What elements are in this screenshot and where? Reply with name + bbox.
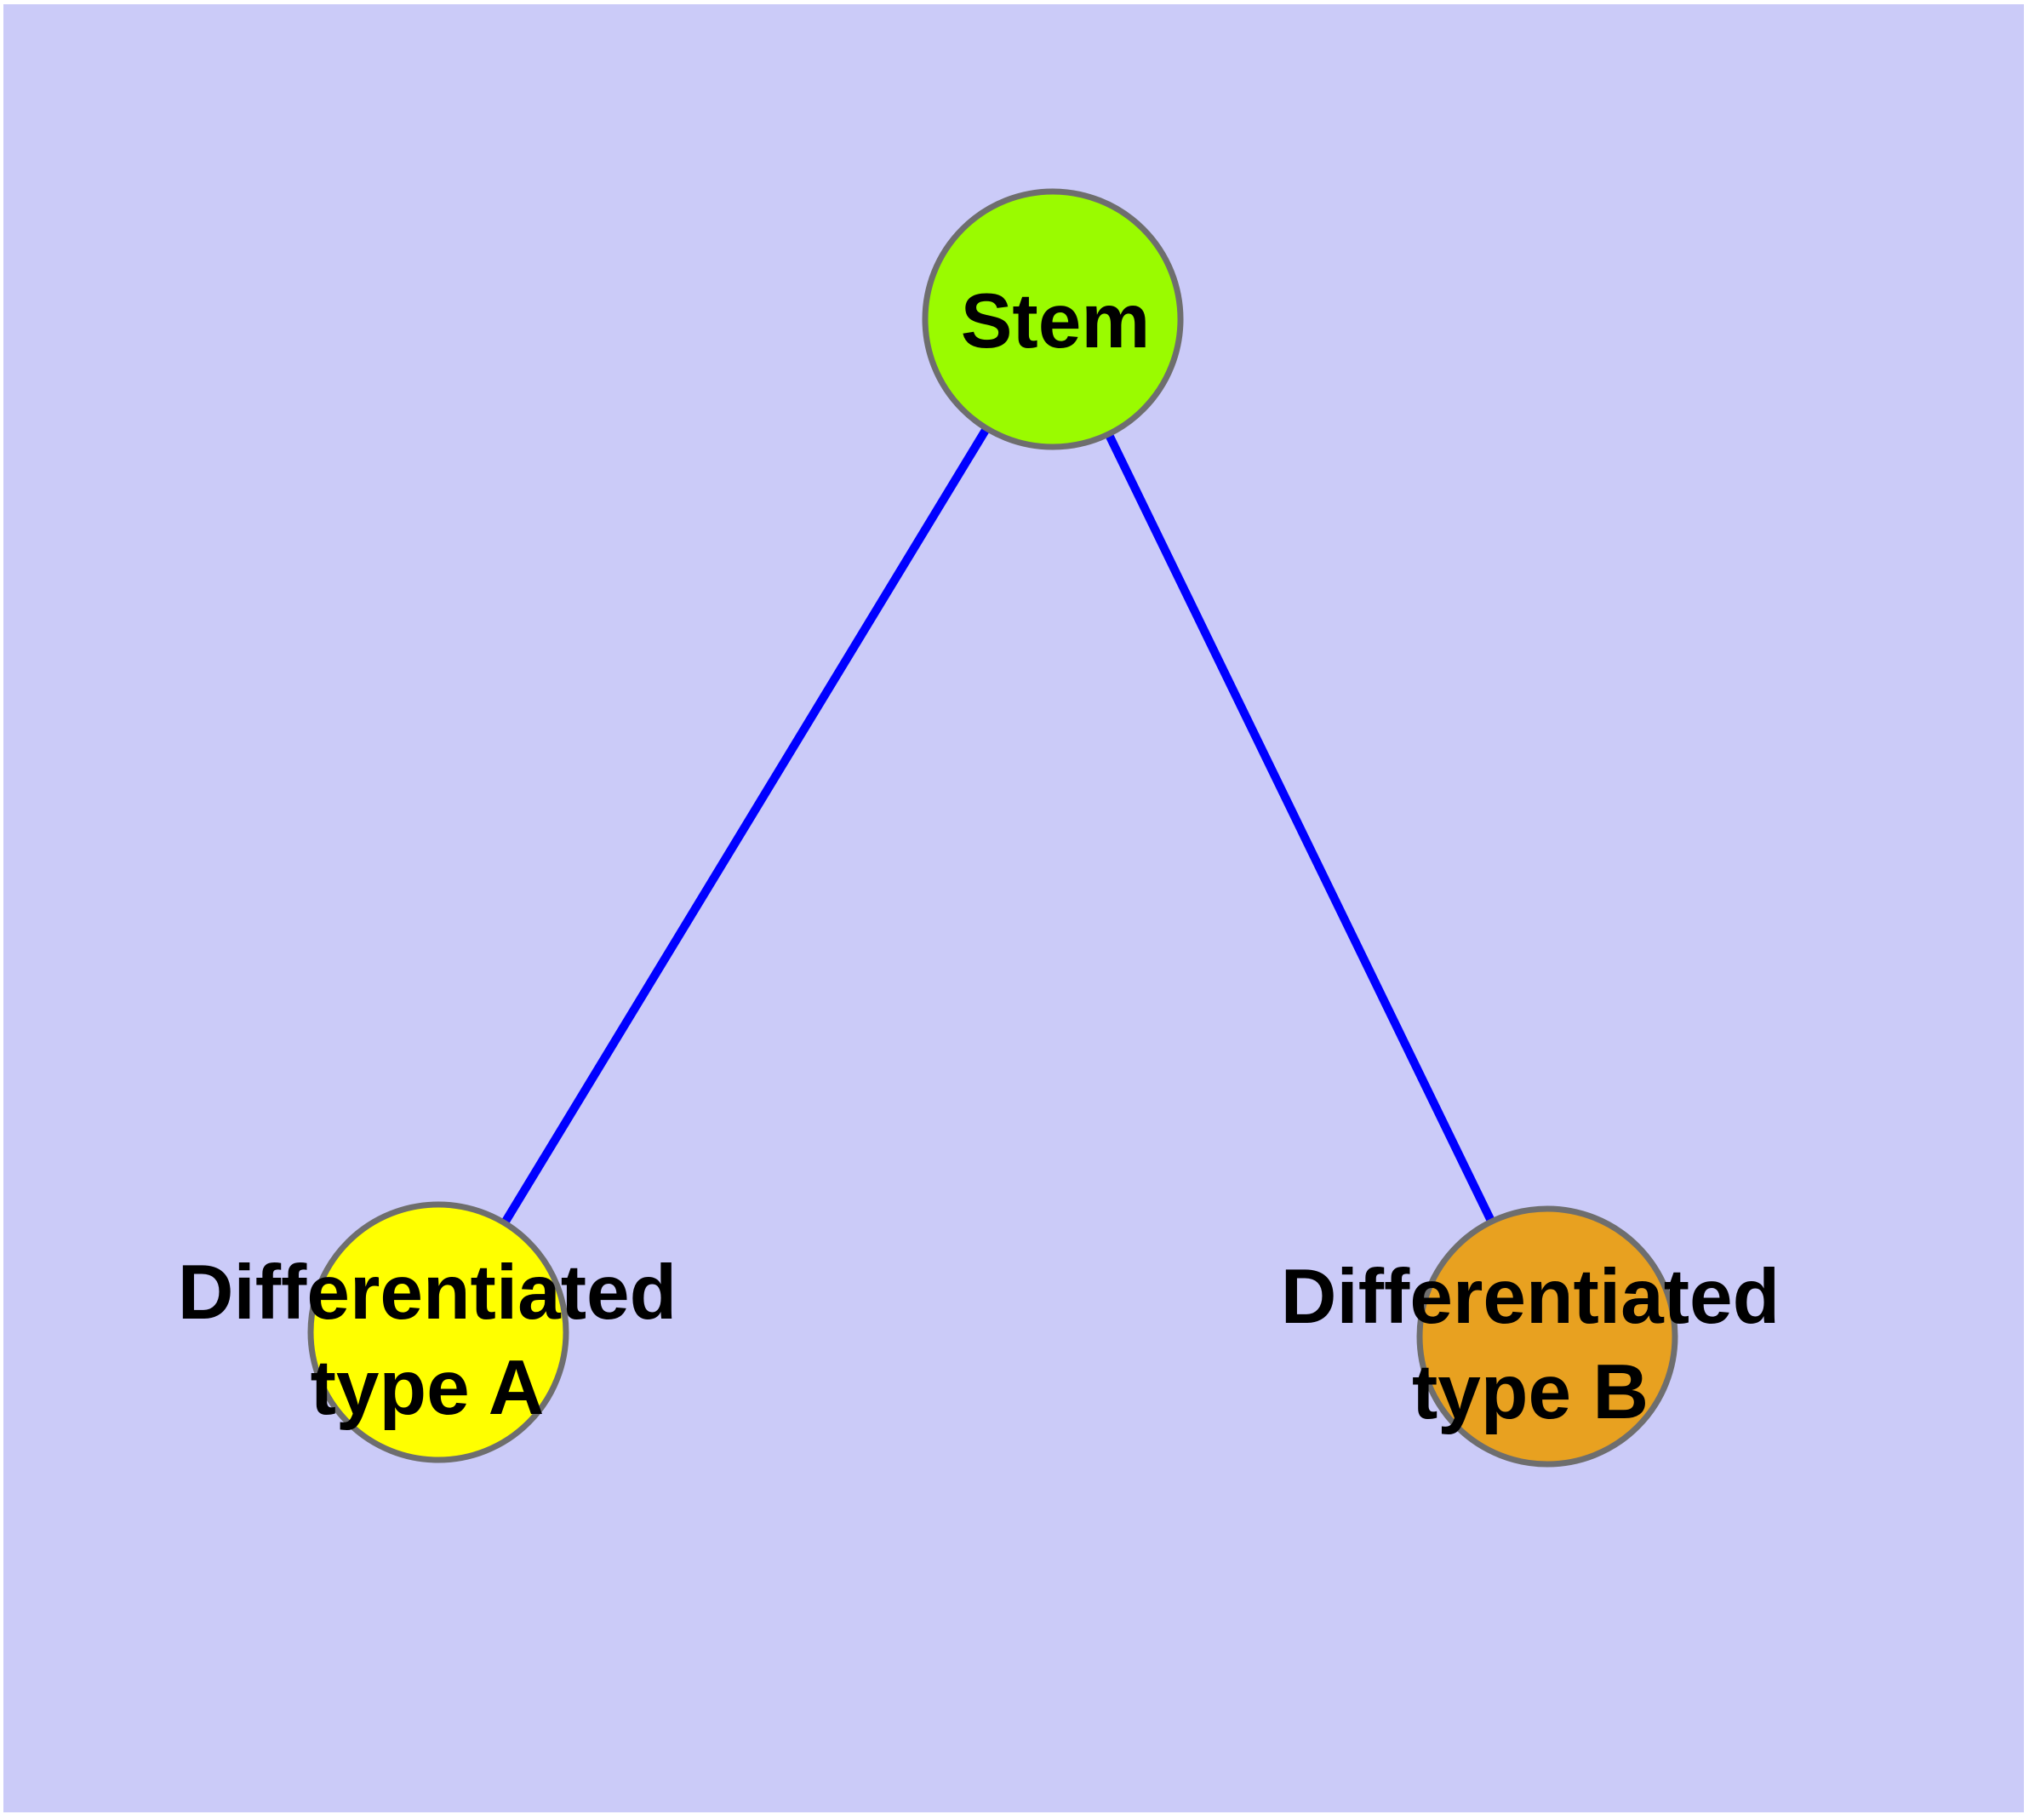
node-type-a-label-line1: Differentiated (177, 1250, 677, 1336)
node-type-b-label-line1: Differentiated (1280, 1254, 1780, 1340)
node-type-a-circle (307, 1201, 569, 1463)
node-type-b-circle (1416, 1205, 1678, 1468)
node-type-a-label-line2: type A (310, 1345, 545, 1431)
edge-stem-to-type-b (1049, 317, 1552, 1339)
node-type-b-label: Differentiated type B (1281, 1250, 1780, 1440)
node-type-b-label-line2: type B (1411, 1349, 1649, 1435)
node-stem-label: Stem (961, 274, 1151, 369)
node-stem-circle (922, 188, 1184, 450)
edge-stem-to-type-a (434, 317, 1057, 1335)
node-type-a-label: Differentiated type A (178, 1245, 677, 1436)
node-stem-label-text: Stem (960, 278, 1151, 364)
